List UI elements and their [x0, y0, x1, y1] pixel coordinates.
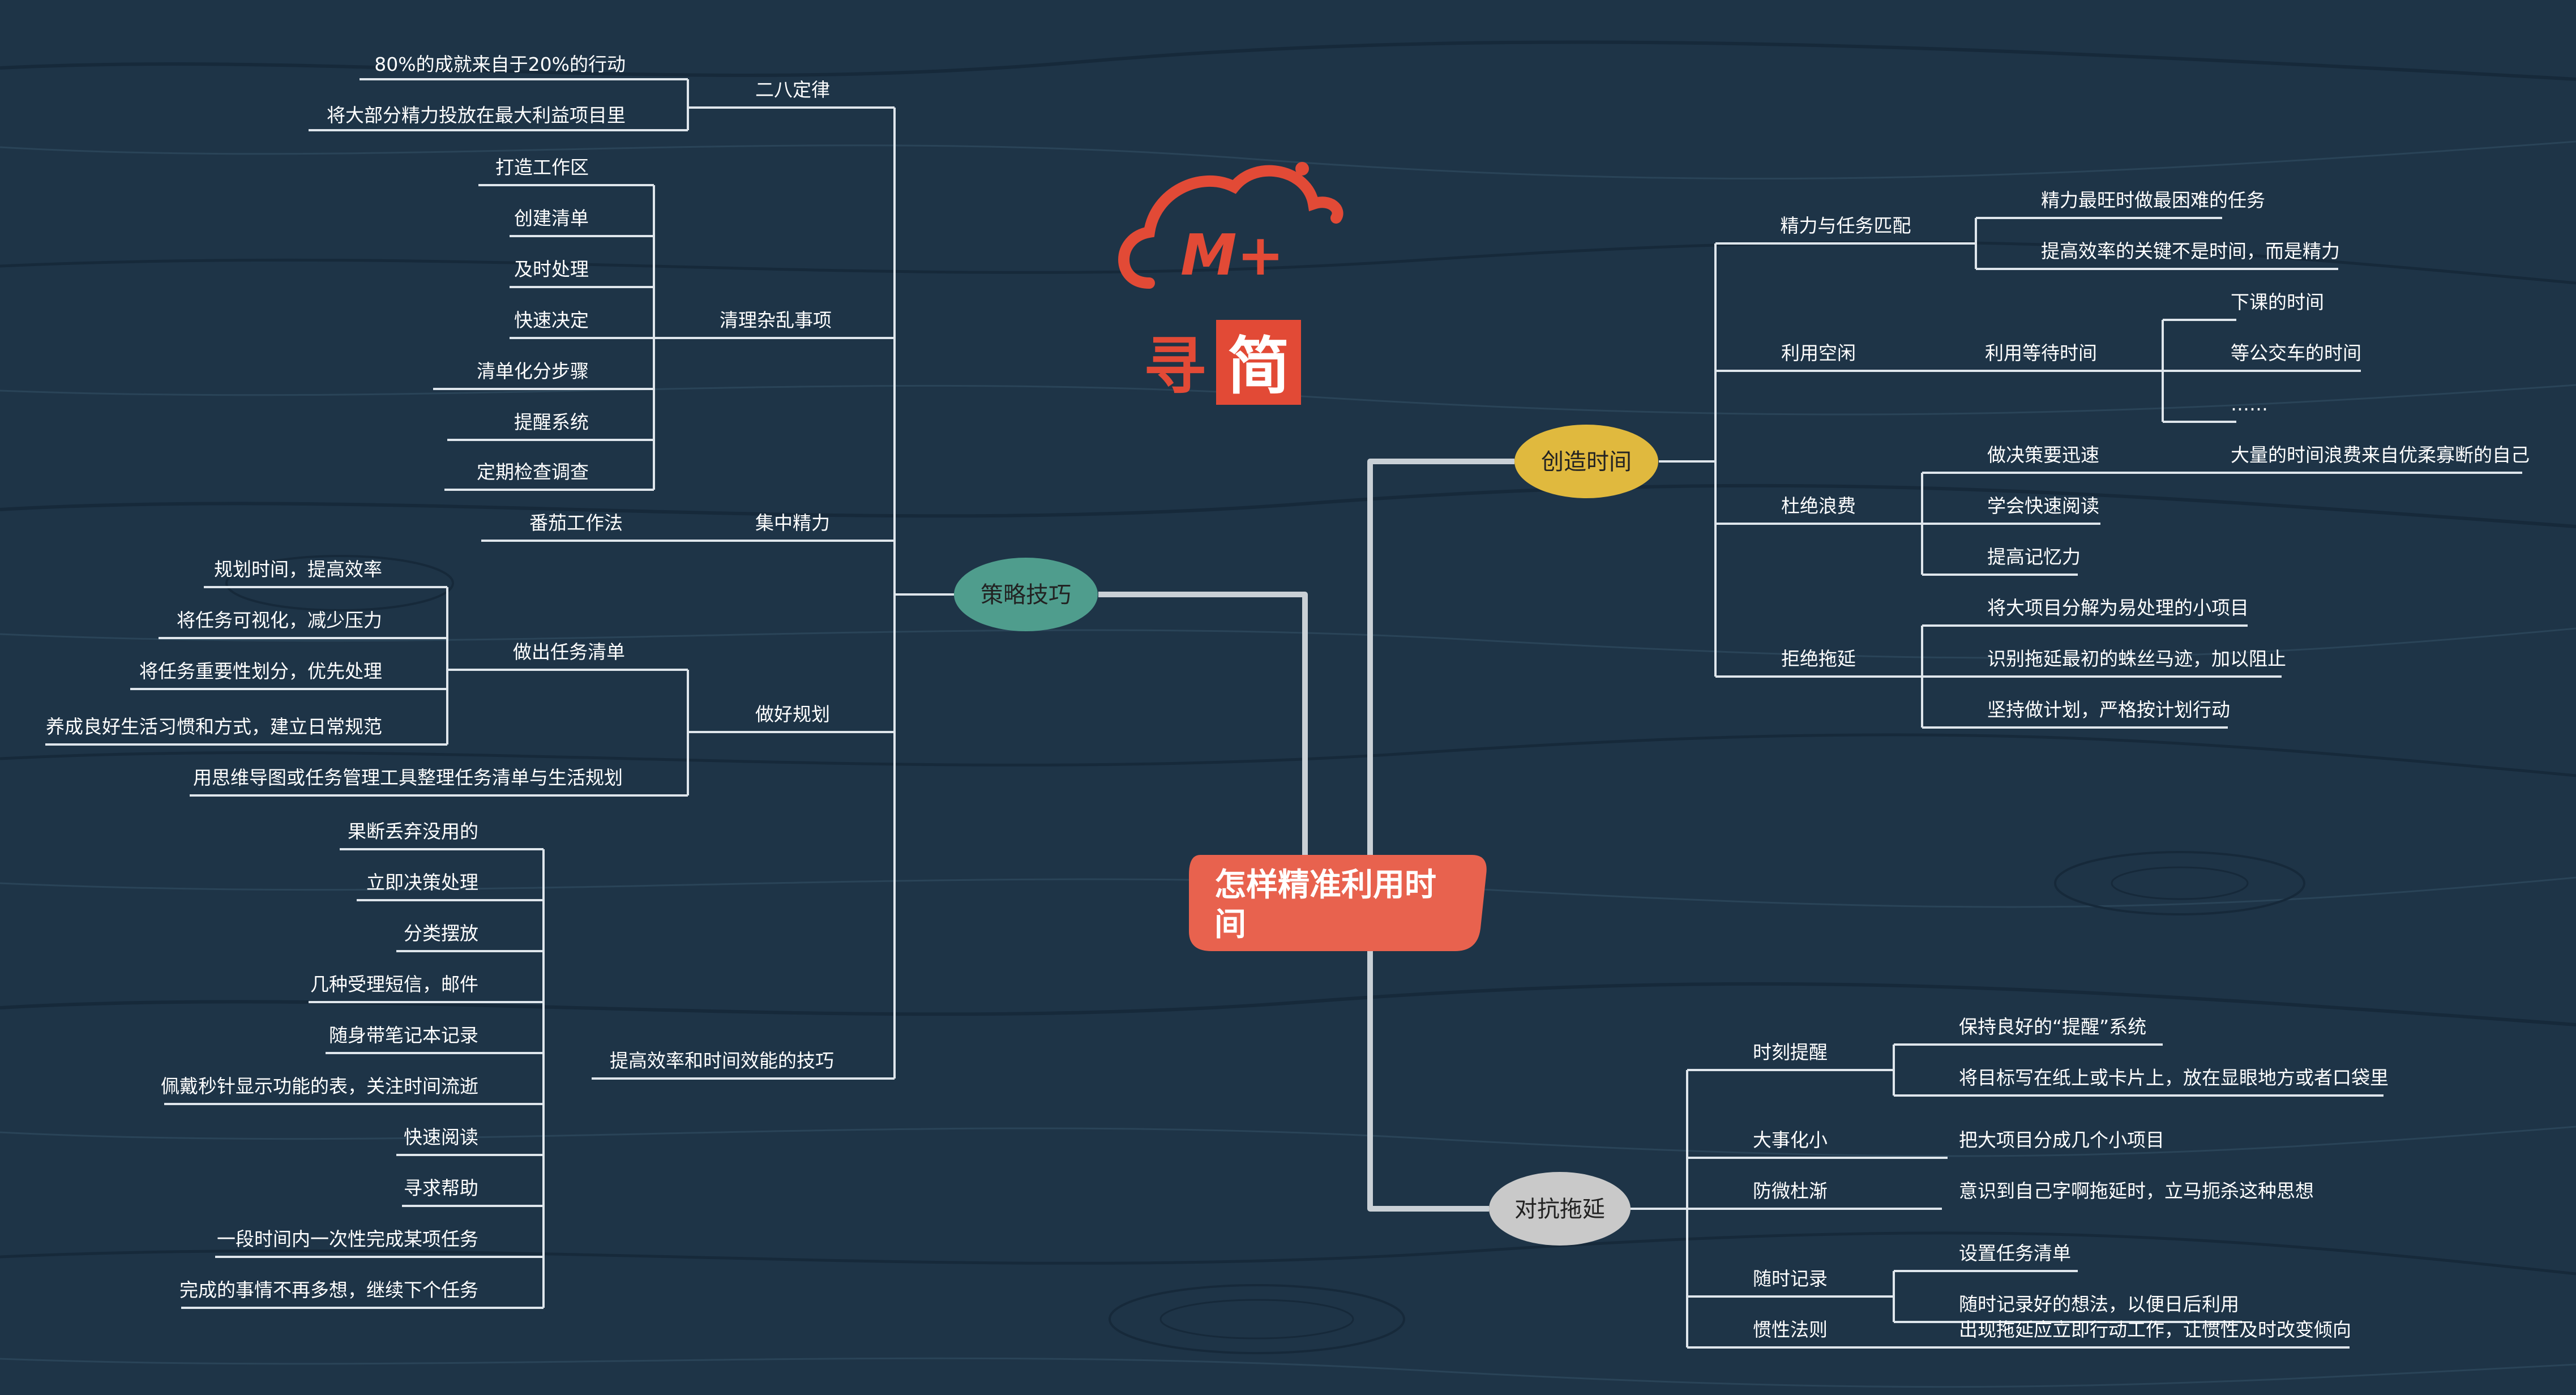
logo-mark: M+	[1180, 222, 1284, 288]
leaf-pareto-1[interactable]: 80%的成就来自于20%的行动	[374, 53, 626, 75]
leaf-wait-2[interactable]: 等公交车的时间	[2231, 342, 2361, 364]
node-wait[interactable]: 利用等待时间	[1985, 342, 2097, 364]
wood-grain-background	[0, 40, 2576, 1388]
leaf-efficiency-4[interactable]: 几种受理短信，邮件	[310, 973, 478, 995]
node-small[interactable]: 大事化小	[1753, 1129, 1828, 1151]
logo: M+ 寻 简	[1118, 162, 1343, 405]
root-node[interactable]: 怎样精准利用时 间	[1189, 855, 1487, 951]
leaf-efficiency-3[interactable]: 分类摆放	[404, 922, 478, 944]
node-plan[interactable]: 做好规划	[755, 703, 830, 725]
leaf-small-1[interactable]: 把大项目分成几个小项目	[1959, 1129, 2164, 1151]
leaf-refuse-2[interactable]: 识别拖延最初的蛛丝马迹，加以阻止	[1987, 648, 2286, 670]
leaf-wait-1[interactable]: 下课的时间	[2231, 291, 2324, 313]
branch-strategy: 二八定律 80%的成就来自于20%的行动 将大部分精力投放在最大利益项目里 清理…	[46, 53, 834, 1301]
leaf-waste-1[interactable]: 学会快速阅读	[1987, 495, 2099, 517]
node-prevent[interactable]: 防微杜渐	[1753, 1180, 1828, 1202]
leaf-clutter-3[interactable]: 及时处理	[514, 258, 589, 280]
leaf-tasklist-4[interactable]: 养成良好生活习惯和方式，建立日常规范	[46, 716, 382, 738]
leaf-remind-1[interactable]: 保持良好的“提醒”系统	[1959, 1016, 2146, 1038]
leaf-efficiency-5[interactable]: 随身带笔记本记录	[329, 1024, 478, 1046]
branch-anti-delay: 时刻提醒 保持良好的“提醒”系统 将目标写在纸上或卡片上，放在显眼地方或者口袋里…	[1753, 1016, 2389, 1341]
leaf-tasklist-2[interactable]: 将任务可视化，减少压力	[177, 609, 382, 631]
leaf-decide-note[interactable]: 大量的时间浪费来自优柔寡断的自己	[2231, 444, 2530, 466]
topic-create-time-label: 创造时间	[1541, 449, 1632, 475]
leaf-record-2[interactable]: 随时记录好的想法，以便日后利用	[1959, 1293, 2239, 1315]
leaf-clutter-2[interactable]: 创建清单	[514, 207, 589, 229]
node-remind[interactable]: 时刻提醒	[1753, 1041, 1828, 1063]
leaf-waste-2[interactable]: 提高记忆力	[1987, 546, 2081, 568]
leaf-refuse-1[interactable]: 将大项目分解为易处理的小项目	[1987, 597, 2249, 619]
node-pareto[interactable]: 二八定律	[755, 79, 830, 101]
cloud-logo-icon	[1118, 162, 1343, 289]
leaf-tasklist-1[interactable]: 规划时间，提高效率	[214, 558, 382, 580]
logo-text-right: 简	[1227, 330, 1290, 403]
node-energy[interactable]: 精力与任务匹配	[1781, 215, 1911, 237]
leaf-efficiency-8[interactable]: 寻求帮助	[404, 1177, 478, 1199]
branch-create-time: 精力与任务匹配 精力最旺时做最困难的任务 提高效率的关键不是时间，而是精力 利用…	[1781, 189, 2530, 721]
logo-text-right-box	[1216, 320, 1301, 405]
leaf-record-1[interactable]: 设置任务清单	[1959, 1242, 2071, 1264]
leaf-focus-1[interactable]: 番茄工作法	[529, 512, 623, 534]
topic-strategy-label: 策略技巧	[981, 582, 1071, 608]
leaf-efficiency-6[interactable]: 佩戴秒针显示功能的表，关注时间流逝	[161, 1075, 478, 1097]
leaf-efficiency-2[interactable]: 立即决策处理	[366, 871, 478, 893]
logo-text-left: 寻	[1144, 330, 1206, 403]
leaf-wait-3[interactable]: ……	[2231, 393, 2268, 415]
leaf-pareto-2[interactable]: 将大部分精力投放在最大利益项目里	[327, 104, 626, 126]
connectors	[45, 78, 2522, 1349]
root-title-line1: 怎样精准利用时	[1214, 867, 1436, 904]
leaf-refuse-3[interactable]: 坚持做计划，严格按计划行动	[1987, 699, 2230, 721]
leaf-clutter-1[interactable]: 打造工作区	[495, 156, 589, 178]
node-decide[interactable]: 做决策要迅速	[1987, 444, 2099, 466]
leaf-clutter-6[interactable]: 提醒系统	[514, 411, 589, 433]
topic-strategy[interactable]: 策略技巧	[954, 558, 1098, 631]
node-spare[interactable]: 利用空闲	[1781, 342, 1856, 364]
leaf-energy-1[interactable]: 精力最旺时做最困难的任务	[2041, 189, 2265, 211]
leaf-clutter-7[interactable]: 定期检查调查	[477, 461, 589, 483]
leaf-plan-mindmap[interactable]: 用思维导图或任务管理工具整理任务清单与生活规划	[193, 767, 623, 789]
node-efficiency[interactable]: 提高效率和时间效能的技巧	[610, 1050, 834, 1072]
node-refuse[interactable]: 拒绝拖延	[1781, 648, 1856, 670]
leaf-efficiency-10[interactable]: 完成的事情不再多想，继续下个任务	[179, 1279, 478, 1301]
node-inertia[interactable]: 惯性法则	[1753, 1319, 1828, 1341]
leaf-inertia-1[interactable]: 出现拖延应立即行动工作，让惯性及时改变倾向	[1959, 1319, 2351, 1341]
leaf-prevent-1[interactable]: 意识到自己字啊拖延时，立马扼杀这种思想	[1959, 1180, 2314, 1202]
node-record[interactable]: 随时记录	[1753, 1268, 1828, 1290]
leaf-efficiency-7[interactable]: 快速阅读	[404, 1126, 478, 1148]
leaf-energy-2[interactable]: 提高效率的关键不是时间，而是精力	[2041, 240, 2340, 262]
topic-anti-delay-label: 对抗拖延	[1514, 1196, 1605, 1222]
leaf-clutter-5[interactable]: 清单化分步骤	[477, 360, 589, 382]
topic-anti-delay[interactable]: 对抗拖延	[1489, 1172, 1631, 1246]
leaf-efficiency-9[interactable]: 一段时间内一次性完成某项任务	[217, 1228, 478, 1250]
node-waste[interactable]: 杜绝浪费	[1781, 495, 1856, 517]
topic-create-time[interactable]: 创造时间	[1514, 425, 1658, 498]
leaf-tasklist-3[interactable]: 将任务重要性划分，优先处理	[139, 660, 382, 682]
leaf-efficiency-1[interactable]: 果断丢弃没用的	[348, 820, 478, 842]
leaf-remind-2[interactable]: 将目标写在纸上或卡片上，放在显眼地方或者口袋里	[1959, 1067, 2389, 1089]
node-focus[interactable]: 集中精力	[755, 512, 830, 534]
node-tasklist[interactable]: 做出任务清单	[513, 641, 625, 663]
node-clutter[interactable]: 清理杂乱事项	[720, 309, 832, 331]
leaf-clutter-4[interactable]: 快速决定	[514, 309, 589, 331]
root-title-line2: 间	[1214, 906, 1246, 943]
